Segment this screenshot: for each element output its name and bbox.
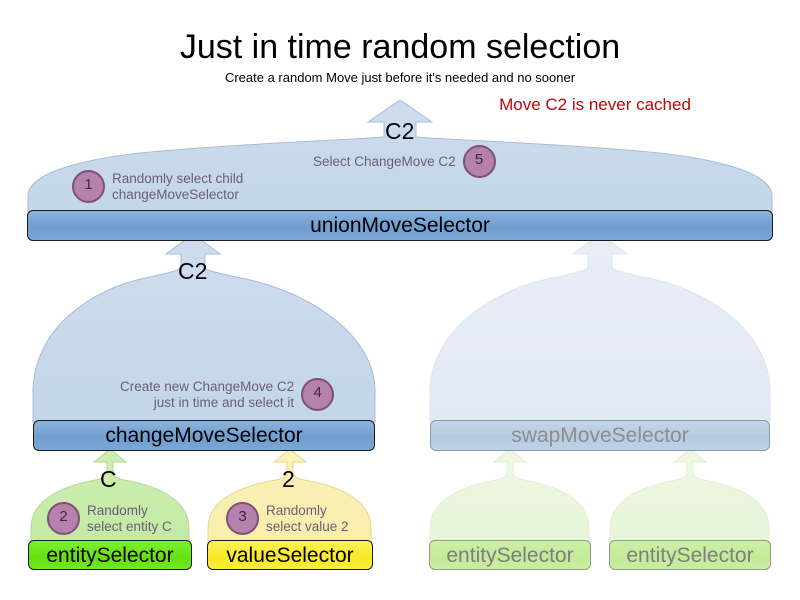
branch-label-union-to-change: C2 — [178, 258, 208, 284]
annotation-2: 2 Randomly select entity C — [47, 502, 172, 535]
branch-swap-entity-right — [609, 448, 770, 543]
node-value-selector-2[interactable]: valueSelector — [207, 540, 373, 570]
branch-change-to-union — [32, 233, 376, 423]
page-title: Just in time random selection — [179, 28, 621, 66]
branch-label-change-to-entity: C — [100, 466, 117, 492]
branch-union-to-top — [27, 99, 773, 213]
annotation-3: 3 Randomly select value 2 — [226, 502, 349, 535]
annotation-5-text: Select ChangeMove C2 — [313, 153, 456, 169]
branch-label-change-to-value: 2 — [282, 466, 295, 492]
node-union-move-selector[interactable]: unionMoveSelector — [27, 210, 773, 241]
annotation-5: 5 Select ChangeMove C2 — [313, 145, 496, 178]
node-value-selector-2-label: valueSelector — [226, 544, 354, 567]
node-swap-entity-selector-left[interactable]: entitySelector — [429, 540, 591, 570]
annotation-2-number: 2 — [47, 502, 80, 535]
node-swap-move-selector[interactable]: swapMoveSelector — [430, 420, 770, 451]
annotation-2-text: Randomly select entity C — [87, 502, 172, 534]
annotation-4-text: Create new ChangeMove C2 just in time an… — [120, 378, 295, 410]
annotation-3-number: 3 — [226, 502, 259, 535]
page-subtitle: Create a random Move just before it's ne… — [224, 70, 576, 85]
annotation-4: 4 Create new ChangeMove C2 just in time … — [120, 378, 335, 411]
node-swap-entity-selector-right-label: entitySelector — [626, 544, 754, 567]
branch-swap-entity-left — [429, 448, 590, 543]
annotation-4-number: 4 — [301, 378, 335, 411]
annotation-5-number: 5 — [462, 145, 496, 178]
node-union-move-selector-label: unionMoveSelector — [310, 214, 490, 237]
node-change-move-selector[interactable]: changeMoveSelector — [33, 420, 375, 451]
warning-note: Move C2 is never cached — [499, 95, 691, 114]
node-entity-selector-c[interactable]: entitySelector — [28, 540, 192, 570]
node-entity-selector-c-label: entitySelector — [46, 544, 174, 567]
annotation-1-number: 1 — [72, 170, 105, 203]
node-swap-entity-selector-right[interactable]: entitySelector — [609, 540, 771, 570]
node-swap-entity-selector-left-label: entitySelector — [446, 544, 574, 567]
annotation-1: 1 Randomly select child changeMoveSelect… — [72, 170, 243, 203]
annotation-1-text: Randomly select child changeMoveSelector — [112, 170, 244, 202]
node-swap-move-selector-label: swapMoveSelector — [511, 424, 689, 447]
annotation-3-text: Randomly select value 2 — [266, 502, 349, 534]
node-change-move-selector-label: changeMoveSelector — [105, 424, 303, 447]
branch-label-top-union: C2 — [385, 118, 415, 144]
branch-swap-to-union — [429, 233, 771, 423]
